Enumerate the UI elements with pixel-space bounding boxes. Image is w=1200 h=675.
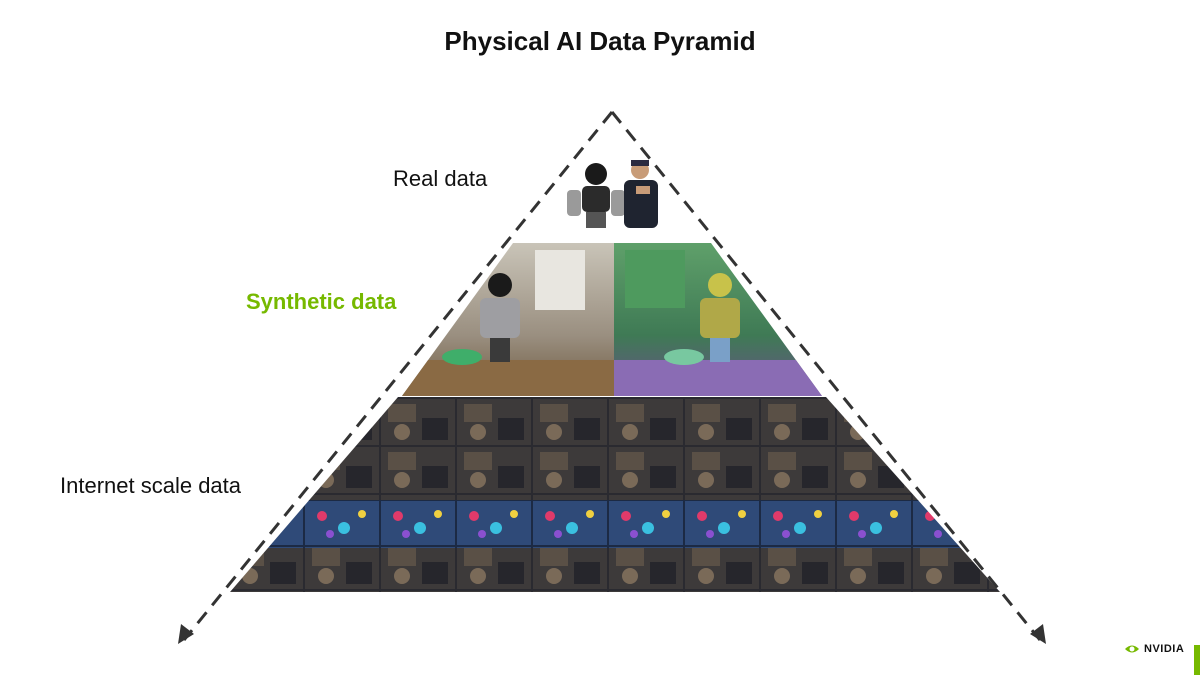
real-data-image [556,150,674,230]
nvidia-logo: NVIDIA [1124,643,1184,655]
left-arrow-head [178,624,194,644]
brand-accent-bar [1194,645,1200,675]
right-arrow-head [1030,624,1046,644]
synthetic-data-image [402,243,822,396]
tier-label-real: Real data [393,166,488,191]
nvidia-eye-icon [1125,645,1139,653]
slide-title: Physical AI Data Pyramid [444,26,756,56]
tier-label-synthetic: Synthetic data [246,289,397,314]
tier-label-internet: Internet scale data [60,473,242,498]
logo-text: NVIDIA [1144,643,1185,655]
internet-scale-data-image [230,397,1000,592]
